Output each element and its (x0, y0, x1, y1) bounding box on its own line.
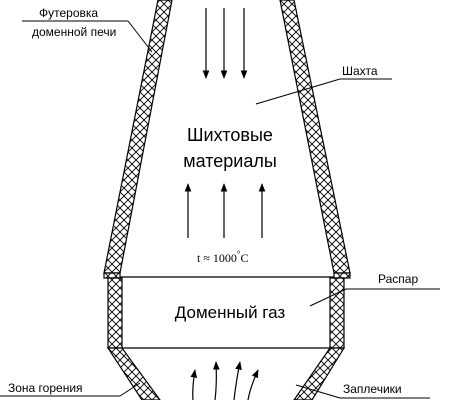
up-arrow-lower-4 (247, 369, 259, 400)
label-bosh-lower: Заплечики (343, 382, 402, 396)
label-bosh-upper: Распар (378, 272, 418, 286)
up-arrow-lower-3 (233, 361, 242, 400)
up-arrow-lower-2 (212, 361, 220, 400)
label-lining-line2: доменной печи (32, 25, 116, 39)
label-gas: Доменный газ (175, 303, 286, 322)
right-lining-lower (293, 347, 346, 400)
label-charge-line1: Шихтовые (187, 125, 273, 145)
left-lining-shaft (103, 0, 173, 274)
label-temperature: t ≈ 1000°C (197, 249, 249, 265)
leader-combustion-diag (119, 382, 141, 397)
label-combustion-zone: Зона горения (8, 381, 83, 395)
leader-lining-diag (127, 20, 153, 53)
label-temperature-unit: C (241, 251, 249, 265)
leader-shaft-diag (255, 78, 341, 105)
leader-belly-diag (309, 288, 347, 307)
right-lining-bosh-step (333, 272, 351, 279)
label-lining-line1: Футеровка (39, 6, 98, 20)
leader-bosh-diag (295, 384, 341, 399)
right-lining-bosh (329, 277, 345, 349)
left-lining-bosh (107, 277, 123, 349)
right-lining-shaft (279, 0, 351, 274)
label-charge-line2: материалы (183, 151, 277, 171)
label-shaft: Шахта (342, 64, 378, 78)
up-arrow-lower-1 (190, 369, 198, 400)
left-lining-bosh-step (103, 272, 121, 279)
label-temperature-degree: ° (237, 249, 241, 259)
left-lining-lower (106, 347, 161, 400)
